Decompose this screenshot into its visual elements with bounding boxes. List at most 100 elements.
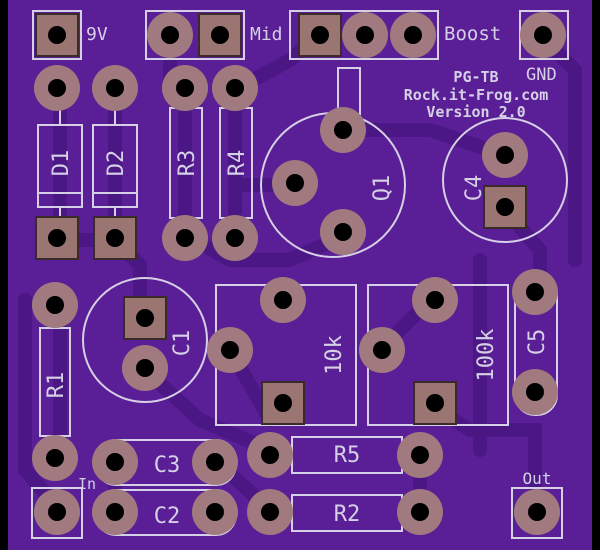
pad-boost-3 xyxy=(390,12,436,58)
pad-c1-neg xyxy=(122,345,168,391)
label-r5: R5 xyxy=(334,443,361,468)
pad-c2-b xyxy=(192,489,238,535)
pad-c4-neg xyxy=(483,185,527,229)
pad-mid-pot-3-hole xyxy=(274,394,292,412)
pad-r5-a-hole xyxy=(261,446,279,464)
pad-gnd xyxy=(520,12,566,58)
pad-gnd-hole xyxy=(534,26,552,44)
pad-boost-pot-2 xyxy=(359,327,405,373)
pad-r2-a xyxy=(247,489,293,535)
pad-mid-pot-1 xyxy=(260,277,306,323)
pad-d1-k xyxy=(35,216,79,260)
label-c2: C2 xyxy=(154,504,181,529)
pad-c3-b xyxy=(192,439,238,485)
pad-c4-pos xyxy=(482,132,528,178)
pad-c2-a-hole xyxy=(106,503,124,521)
pad-d1-a-hole xyxy=(48,79,66,97)
pad-d2-a-hole xyxy=(106,79,124,97)
pad-r4-b xyxy=(212,215,258,261)
pad-c1-pos-hole xyxy=(136,309,154,327)
pad-c2-a xyxy=(92,489,138,535)
label-c3: C3 xyxy=(154,453,181,478)
label-mid: Mid xyxy=(250,24,283,45)
pad-r1-b-hole xyxy=(46,449,64,467)
label-title: PG-TB xyxy=(453,68,498,86)
pad-boost-2 xyxy=(342,12,388,58)
pad-mid-1-hole xyxy=(161,26,179,44)
label-r2: R2 xyxy=(334,502,361,527)
pad-boost-pot-3 xyxy=(413,381,457,425)
pad-mid-pot-2-hole xyxy=(221,341,239,359)
pad-c1-pos-copper xyxy=(123,296,167,340)
pad-r1-a-hole xyxy=(46,296,64,314)
pad-q1-1 xyxy=(320,107,366,153)
pad-in xyxy=(34,489,80,535)
pad-r5-b-hole xyxy=(411,446,429,464)
label-c5: C5 xyxy=(525,329,550,356)
pad-r4-b-hole xyxy=(226,229,244,247)
pad-boost-1-hole xyxy=(311,26,329,44)
label-r1: R1 xyxy=(44,372,69,399)
pad-c3-a xyxy=(92,439,138,485)
pad-d1-a xyxy=(34,65,80,111)
pad-r3-a xyxy=(162,65,208,111)
label-d1: D1 xyxy=(49,150,74,177)
pad-d2-k-hole xyxy=(106,229,124,247)
pad-9v xyxy=(35,13,79,57)
label-pot-boost: 100k xyxy=(474,329,499,382)
pad-boost-1 xyxy=(298,13,342,57)
pad-d2-a xyxy=(92,65,138,111)
label-c1: C1 xyxy=(170,330,195,357)
label-version: Version 2.0 xyxy=(426,103,525,121)
pad-c1-neg-hole xyxy=(136,359,154,377)
label-d2: D2 xyxy=(104,150,129,177)
pad-boost-3-hole xyxy=(404,26,422,44)
pad-r5-b xyxy=(397,432,443,478)
pad-r2-b-hole xyxy=(411,503,429,521)
pads xyxy=(32,12,566,535)
label-q1: Q1 xyxy=(370,175,395,202)
pad-q1-2-hole xyxy=(286,174,304,192)
label-pot-mid: 10k xyxy=(322,335,347,375)
pad-mid-1 xyxy=(147,12,193,58)
pad-c5-b xyxy=(512,369,558,415)
label-site: Rock.it-Frog.com xyxy=(404,86,549,104)
pad-c5-b-hole xyxy=(526,383,544,401)
label-gnd: GND xyxy=(526,65,557,85)
pad-r1-b xyxy=(32,435,78,481)
pad-boost-pot-1-hole xyxy=(426,291,444,309)
pad-d2-k xyxy=(93,216,137,260)
pad-mid-pot-3 xyxy=(261,381,305,425)
label-r3: R3 xyxy=(175,150,200,177)
pad-c3-a-hole xyxy=(106,453,124,471)
pad-r2-b xyxy=(397,489,443,535)
pad-r4-a xyxy=(212,65,258,111)
pad-r3-b xyxy=(162,215,208,261)
label-out: Out xyxy=(523,469,552,488)
label-9v: 9V xyxy=(86,24,108,45)
pad-9v-hole xyxy=(48,26,66,44)
pad-boost-pot-3-hole xyxy=(426,394,444,412)
pad-r3-a-hole xyxy=(176,79,194,97)
label-boost: Boost xyxy=(444,23,501,45)
pad-c4-neg-hole xyxy=(496,198,514,216)
pad-d1-k-hole xyxy=(48,229,66,247)
pad-c5-a xyxy=(512,269,558,315)
pad-in-hole xyxy=(48,503,66,521)
pad-q1-1-hole xyxy=(334,121,352,139)
pad-boost-pot-2-hole xyxy=(373,341,391,359)
pad-q1-2 xyxy=(272,160,318,206)
pad-q1-3-hole xyxy=(334,223,352,241)
pad-out-hole xyxy=(528,503,546,521)
pad-mid-pot-2 xyxy=(207,327,253,373)
pad-r3-b-hole xyxy=(176,229,194,247)
pad-c3-b-hole xyxy=(206,453,224,471)
pad-c5-a-hole xyxy=(526,283,544,301)
pad-c4-pos-hole xyxy=(496,146,514,164)
pad-r4-a-hole xyxy=(226,79,244,97)
label-r4: R4 xyxy=(225,150,250,177)
pad-c1-pos xyxy=(123,296,167,340)
pad-r5-a xyxy=(247,432,293,478)
pad-mid-2-hole xyxy=(211,26,229,44)
